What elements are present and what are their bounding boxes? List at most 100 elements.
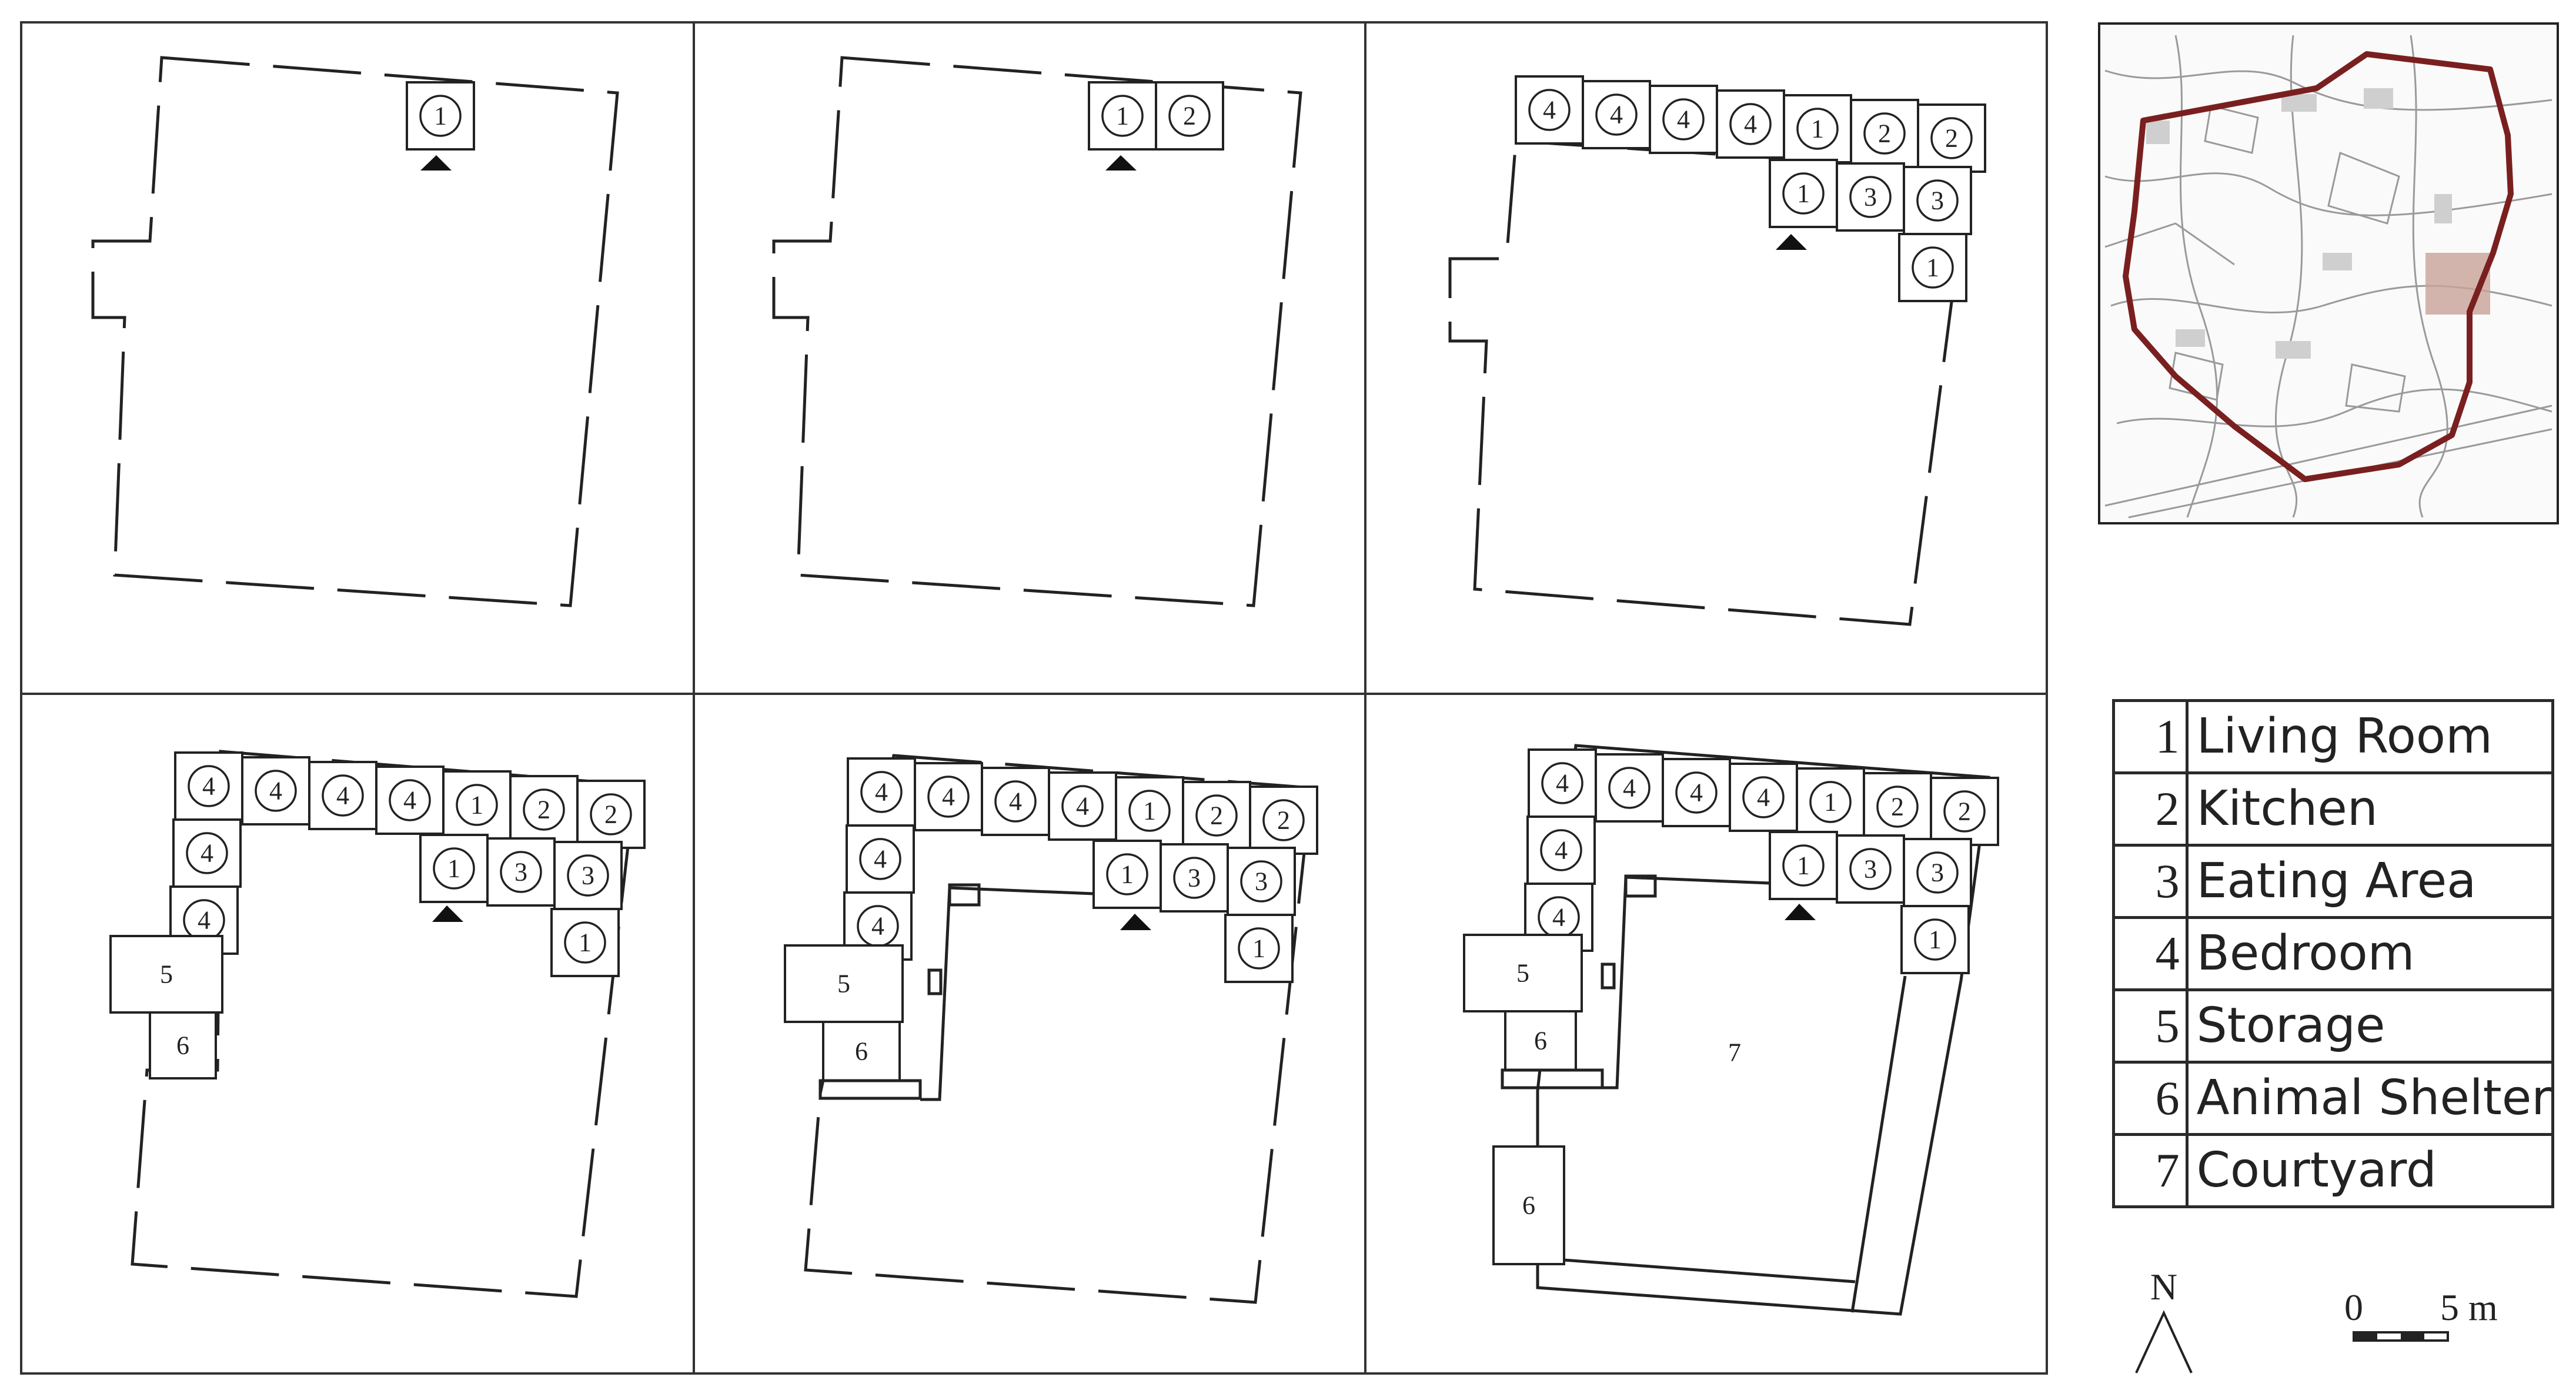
room-number: 1 xyxy=(1797,179,1810,208)
room-number-circle xyxy=(1876,786,1919,828)
room-number: 3 xyxy=(1931,858,1944,887)
room-cell xyxy=(1836,834,1905,904)
entrance-marker xyxy=(1120,914,1151,930)
room-number-circle xyxy=(1914,918,1956,961)
panel-grid xyxy=(20,21,2048,1375)
room-number: 4 xyxy=(1076,792,1089,821)
room-number-circle xyxy=(433,847,475,890)
room-number: 4 xyxy=(875,778,888,807)
inner-wall xyxy=(949,886,1094,895)
room-number: 4 xyxy=(1009,787,1022,816)
room-cell xyxy=(406,81,475,151)
room-number-circle xyxy=(1943,790,1986,833)
room-number-circle xyxy=(860,771,903,813)
room-cell xyxy=(1903,838,1972,907)
room-number: 4 xyxy=(1555,836,1568,865)
room-number: 2 xyxy=(1958,797,1971,826)
room-number: 4 xyxy=(874,845,887,874)
room-number-circle xyxy=(564,921,606,964)
room-number: 5 xyxy=(1516,959,1529,988)
room-number: 3 xyxy=(1864,183,1877,212)
room-number-circle xyxy=(1662,98,1705,141)
room-number: 4 xyxy=(871,912,884,941)
room-cell xyxy=(1769,159,1838,228)
room-number-circle xyxy=(255,770,297,812)
map-building xyxy=(2146,121,2170,144)
room-number: 4 xyxy=(1757,783,1770,812)
room-number: 1 xyxy=(1252,934,1265,963)
room-number: 2 xyxy=(1210,801,1223,830)
room-number: 5 xyxy=(160,960,173,989)
room-number-circle xyxy=(1595,93,1638,136)
site-boundary xyxy=(91,56,619,607)
legend-label: Kitchen xyxy=(2185,771,2555,847)
room-number: 6 xyxy=(855,1037,868,1066)
room-number-circle xyxy=(1912,246,1954,289)
map-street-line xyxy=(2104,172,2552,216)
room-cell xyxy=(1160,843,1229,913)
map-street-line xyxy=(2204,105,2259,154)
room-number-circle xyxy=(1608,767,1650,809)
room-number-circle xyxy=(1849,848,1892,890)
room-number: 3 xyxy=(582,861,594,890)
room-number: 4 xyxy=(403,786,416,815)
room-cell xyxy=(1526,816,1596,885)
map-street-line xyxy=(2410,35,2448,518)
room-number-circle xyxy=(1262,799,1305,841)
map-building xyxy=(2434,194,2452,223)
legend-number: 5 xyxy=(2112,988,2189,1064)
legend-label: Animal Shelter xyxy=(2185,1061,2555,1136)
room-number-circle xyxy=(456,784,498,826)
room-cell xyxy=(149,1011,217,1079)
room-number: 1 xyxy=(434,102,447,131)
room-number: 1 xyxy=(1116,102,1129,131)
room-cell xyxy=(509,775,579,844)
room-number: 4 xyxy=(1552,903,1565,932)
entrance-marker xyxy=(420,155,452,171)
room-number-circle xyxy=(1782,844,1825,887)
map-street-line xyxy=(2104,405,2552,507)
room-number: 4 xyxy=(202,772,215,801)
room-number-circle xyxy=(389,779,431,821)
room-number: 1 xyxy=(447,854,460,883)
room-cell xyxy=(172,818,242,888)
room-number: 3 xyxy=(1864,855,1877,884)
legend-label: Living Room xyxy=(2185,699,2555,774)
inner-wall xyxy=(1625,875,1770,885)
legend-number: 4 xyxy=(2112,916,2189,991)
room-number-circle xyxy=(1863,112,1906,155)
scale-bar-start-label: 0 xyxy=(2344,1286,2363,1328)
scale-bar-segment xyxy=(2354,1332,2377,1341)
wall-niche xyxy=(1624,874,1657,898)
room-number: 2 xyxy=(1891,793,1904,821)
room-cell xyxy=(1249,786,1318,855)
room-number: 4 xyxy=(942,783,955,811)
room-number: 4 xyxy=(336,781,349,810)
room-number-circle xyxy=(994,780,1037,823)
map-building xyxy=(2176,329,2205,347)
gate xyxy=(1501,1068,1604,1089)
scale-bar-segment xyxy=(2401,1332,2424,1341)
room-number: 2 xyxy=(537,796,550,824)
room-number: 4 xyxy=(1556,769,1569,798)
room-number-circle xyxy=(1106,853,1148,895)
map-streets xyxy=(2104,35,2552,519)
room-number: 7 xyxy=(1728,1038,1741,1067)
room-number: 4 xyxy=(1744,110,1757,139)
map-street-line xyxy=(2104,69,2552,111)
room-cell xyxy=(1595,753,1664,823)
room-number: 3 xyxy=(1931,186,1944,215)
room-number: 4 xyxy=(198,906,211,935)
room-number: 1 xyxy=(470,791,483,820)
room-number-circle xyxy=(1729,103,1772,145)
room-cell xyxy=(419,834,489,903)
legend-label: Eating Area xyxy=(2185,844,2555,919)
room-number: 1 xyxy=(1811,115,1824,143)
room-number: 6 xyxy=(1534,1027,1547,1055)
entrance-marker xyxy=(1105,155,1137,171)
room-number-circle xyxy=(859,838,901,880)
legend-number: 1 xyxy=(2112,699,2189,774)
